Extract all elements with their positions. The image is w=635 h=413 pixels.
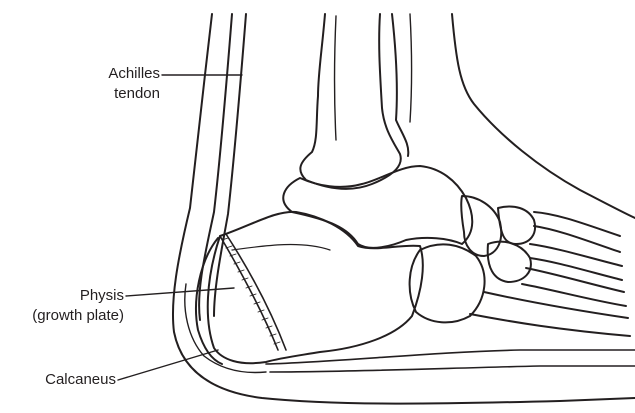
achilles-label-line-2: tendon [40,84,160,104]
cuneiform-bone-2 [488,242,531,282]
sole-inner-line [270,366,635,372]
achilles-tendon [199,14,232,320]
talus-bone [283,166,472,248]
skin-outline-front [452,14,635,218]
metatarsal-3 [522,268,626,306]
physis-growth-plate [220,236,278,350]
fibula-bone [392,14,408,156]
achilles-label-line-1: Achilles [40,64,160,84]
physis-label: Physis (growth plate) [0,286,124,326]
fibula-bone-edge [410,14,412,122]
metatarsal-1 [534,212,620,252]
calcaneus-surface-line [232,245,330,250]
achilles-tendon-label: Achilles tendon [40,64,160,104]
tibia-shaft-line [335,16,337,140]
physis-label-line-2: (growth plate) [0,306,124,326]
navicular-bone [461,196,501,256]
calcaneus-leader-line [118,350,218,380]
metatarsal-4 [470,292,630,336]
physis-label-line-1: Physis [0,286,124,306]
calcaneus-bone [208,212,423,363]
physis-growth-plate-edge [226,234,286,350]
calcaneus-label: Calcaneus [0,370,116,390]
metatarsal-2 [530,244,622,280]
tibia-bone [300,14,400,189]
cuneiform-bone-1 [498,207,535,245]
physis-leader-line [126,288,234,296]
calcaneus-label-line-1: Calcaneus [0,370,116,390]
